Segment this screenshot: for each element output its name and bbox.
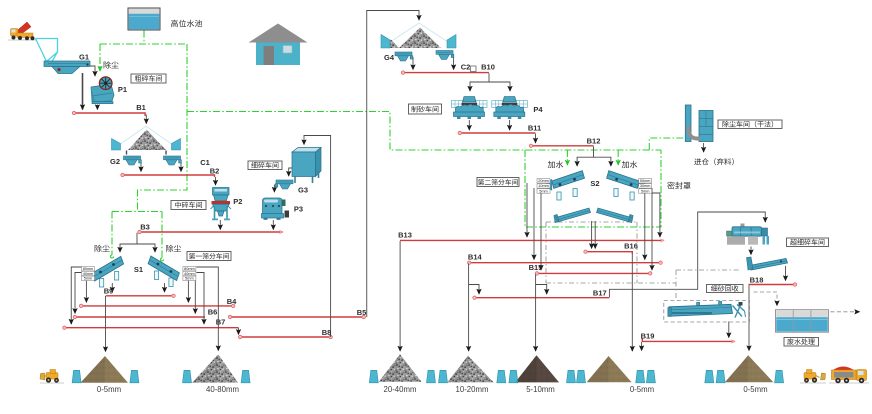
svg-text:5-10mm: 5-10mm bbox=[526, 385, 555, 394]
svg-text:P3: P3 bbox=[294, 205, 303, 214]
svg-text:B1: B1 bbox=[136, 103, 146, 112]
svg-text:C1: C1 bbox=[200, 158, 210, 167]
svg-text:G1: G1 bbox=[79, 53, 89, 62]
svg-text:10-20mm: 10-20mm bbox=[456, 385, 489, 394]
svg-text:B3: B3 bbox=[140, 223, 150, 232]
svg-text:5mm: 5mm bbox=[539, 189, 547, 193]
svg-text:5mm: 5mm bbox=[641, 189, 649, 193]
svg-text:B10: B10 bbox=[481, 63, 495, 72]
svg-text:0-5mm: 0-5mm bbox=[97, 385, 121, 394]
svg-text:40mm: 40mm bbox=[184, 272, 195, 276]
svg-text:B16: B16 bbox=[624, 242, 638, 251]
svg-text:10mm: 10mm bbox=[538, 184, 549, 188]
svg-text:S2: S2 bbox=[590, 179, 599, 188]
svg-text:B6: B6 bbox=[208, 308, 218, 317]
svg-text:0-5mm: 0-5mm bbox=[630, 385, 654, 394]
svg-text:B14: B14 bbox=[468, 253, 483, 262]
svg-text:C2: C2 bbox=[461, 63, 471, 72]
svg-text:P4: P4 bbox=[533, 105, 543, 114]
svg-text:B15: B15 bbox=[529, 263, 543, 272]
svg-text:B11: B11 bbox=[528, 124, 541, 133]
svg-text:G2: G2 bbox=[110, 157, 120, 166]
svg-text:B19: B19 bbox=[641, 332, 655, 341]
svg-text:50mm: 50mm bbox=[640, 179, 651, 183]
svg-text:G3: G3 bbox=[298, 186, 308, 195]
svg-text:B9: B9 bbox=[104, 287, 114, 296]
svg-text:80mm: 80mm bbox=[83, 267, 94, 271]
svg-text:B8: B8 bbox=[322, 328, 332, 337]
svg-text:20-40mm: 20-40mm bbox=[384, 385, 417, 394]
svg-text:B18: B18 bbox=[750, 276, 764, 285]
svg-text:B13: B13 bbox=[398, 231, 412, 240]
svg-text:S1: S1 bbox=[134, 265, 143, 274]
svg-text:80mm: 80mm bbox=[184, 267, 195, 271]
svg-text:40mm: 40mm bbox=[83, 272, 94, 276]
svg-text:30mm: 30mm bbox=[640, 184, 651, 188]
svg-text:B12: B12 bbox=[587, 137, 601, 146]
svg-text:0-5mm: 0-5mm bbox=[743, 385, 767, 394]
svg-text:20mm: 20mm bbox=[538, 179, 549, 183]
svg-text:5mm: 5mm bbox=[185, 277, 193, 281]
svg-text:B17: B17 bbox=[593, 289, 607, 298]
svg-text:B5: B5 bbox=[357, 308, 367, 317]
svg-text:B7: B7 bbox=[216, 318, 226, 327]
svg-text:P2: P2 bbox=[233, 197, 242, 206]
svg-text:B4: B4 bbox=[227, 297, 237, 306]
svg-text:P1: P1 bbox=[118, 85, 127, 94]
svg-text:5mm: 5mm bbox=[84, 277, 92, 281]
svg-text:B2: B2 bbox=[210, 167, 220, 176]
svg-text:G4: G4 bbox=[384, 53, 395, 62]
svg-text:40-80mm: 40-80mm bbox=[206, 385, 239, 394]
